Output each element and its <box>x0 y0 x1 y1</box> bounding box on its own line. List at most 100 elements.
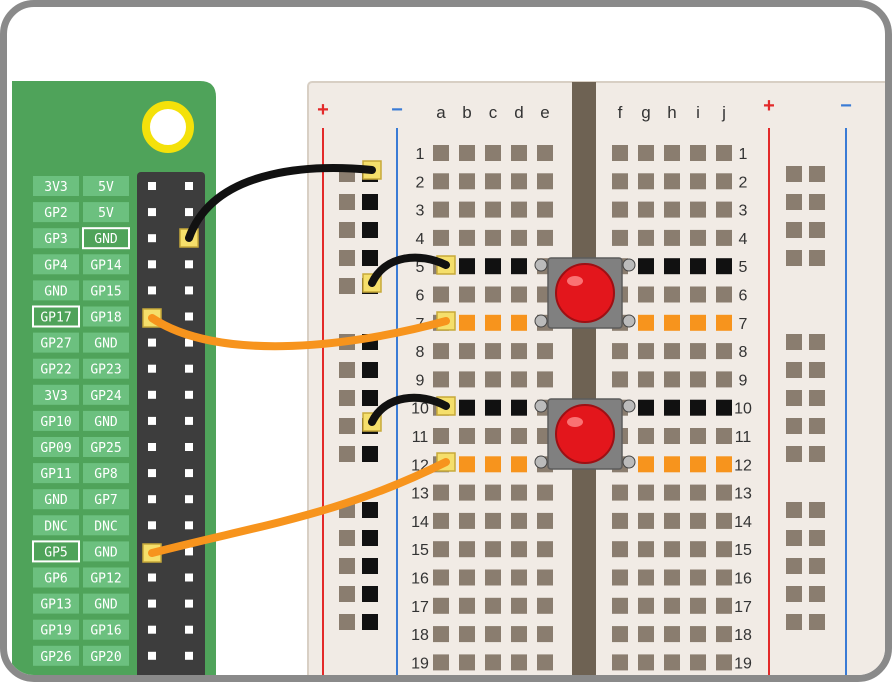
breadboard-hole <box>716 145 732 161</box>
header-pin <box>185 469 193 478</box>
breadboard-hole <box>690 201 706 218</box>
header-pin <box>185 182 193 190</box>
row-number-left: 6 <box>416 288 425 305</box>
rail-hole <box>786 502 802 518</box>
breadboard-hole <box>690 286 706 303</box>
breadboard-hole <box>716 173 732 190</box>
breadboard-hole <box>716 597 732 614</box>
connected-hole-black <box>638 399 654 416</box>
mounting-hole <box>142 101 194 153</box>
breadboard-hole <box>638 512 654 529</box>
breadboard-hole <box>716 541 732 558</box>
pin-label: GND <box>44 493 68 508</box>
rail-hole-connected <box>362 446 378 462</box>
breadboard-hole <box>638 569 654 586</box>
row-number-left: 11 <box>412 429 429 446</box>
breadboard-hole <box>612 626 628 643</box>
row-number-right: 2 <box>739 174 748 191</box>
pin-label-bg <box>83 358 129 379</box>
row-number-right: 14 <box>734 514 752 531</box>
rail-hole-connected <box>362 586 378 602</box>
column-letter: g <box>641 103 650 122</box>
column-letter: d <box>514 103 523 122</box>
header-pin <box>185 338 193 347</box>
pin-label: GP22 <box>40 363 71 378</box>
button-leg <box>534 455 548 469</box>
breadboard-hole <box>433 229 449 246</box>
breadboard-hole <box>716 343 732 360</box>
rail-hole <box>809 250 825 266</box>
pin-label-bg <box>33 619 79 640</box>
breadboard-hole <box>690 173 706 190</box>
pin-label-bg <box>83 541 129 562</box>
header-pin <box>185 390 193 399</box>
row-number-left: 5 <box>416 259 425 276</box>
breadboard-hole <box>690 541 706 558</box>
row-number-left: 1 <box>416 146 425 163</box>
pin-label-bg <box>83 254 129 275</box>
breadboard-hole <box>716 201 732 218</box>
pin-label: GP24 <box>90 389 121 404</box>
rail-hole <box>786 222 802 238</box>
breadboard-hole <box>664 343 680 360</box>
rail-to-row10-wire <box>368 393 450 426</box>
pin-label: GP15 <box>90 284 121 299</box>
column-letter: a <box>436 103 446 122</box>
pin-label-bg <box>83 280 129 301</box>
pin-label: DNC <box>94 519 117 534</box>
pin-label: GP11 <box>40 467 71 482</box>
row-number-right: 9 <box>739 372 748 389</box>
breadboard-hole <box>485 229 501 246</box>
pin-label-bg <box>33 567 79 588</box>
column-letter: e <box>540 103 549 122</box>
header-pin <box>148 469 156 478</box>
breadboard-hole <box>716 371 732 388</box>
pin-label: GP5 <box>44 545 67 560</box>
connected-hole-orange <box>485 456 501 473</box>
header-pin <box>148 443 156 451</box>
header-pin <box>148 651 156 660</box>
pin-label: GP09 <box>40 441 71 456</box>
breadboard-hole <box>433 286 449 303</box>
breadboard-hole <box>433 597 449 614</box>
pin-label-highlight <box>32 540 80 563</box>
breadboard-hole <box>716 286 732 303</box>
breadboard-hole <box>433 201 449 218</box>
breadboard-hole <box>638 286 654 303</box>
breadboard-hole <box>638 145 654 161</box>
breadboard-hole <box>433 484 449 501</box>
header-pin <box>185 260 193 269</box>
rail-hole <box>809 222 825 238</box>
breadboard-hole <box>433 343 449 360</box>
breadboard-hole <box>511 484 527 501</box>
breadboard-hole <box>485 428 501 444</box>
row-number-left: 2 <box>416 174 425 191</box>
row-number-right: 5 <box>739 259 748 276</box>
breadboard-hole <box>485 512 501 529</box>
pin-label-bg <box>33 254 79 275</box>
row-number-right: 1 <box>739 146 748 163</box>
connected-hole-orange <box>511 314 527 331</box>
pin-label: GP12 <box>90 572 121 587</box>
header-pin <box>185 651 193 660</box>
breadboard-hole <box>537 201 553 218</box>
connected-hole-orange <box>716 456 732 473</box>
breadboard-hole <box>511 286 527 303</box>
breadboard-hole <box>537 654 553 671</box>
pin-label-bg <box>83 437 129 457</box>
breadboard-hole <box>612 201 628 218</box>
pin-label: GP19 <box>40 624 71 639</box>
breadboard-hole <box>716 654 732 671</box>
gp17-to-row7-wire <box>148 314 450 351</box>
pin-label: GP14 <box>90 258 121 273</box>
breadboard-hole <box>612 654 628 671</box>
rail-to-row5-wire <box>368 253 450 287</box>
breadboard-hole <box>638 484 654 501</box>
rail-hole <box>339 614 355 630</box>
breadboard-hole <box>716 626 732 643</box>
breadboard-hole <box>664 654 680 671</box>
header-pin <box>148 416 156 425</box>
breadboard-hole <box>459 286 475 303</box>
row-number-right: 11 <box>735 429 752 446</box>
